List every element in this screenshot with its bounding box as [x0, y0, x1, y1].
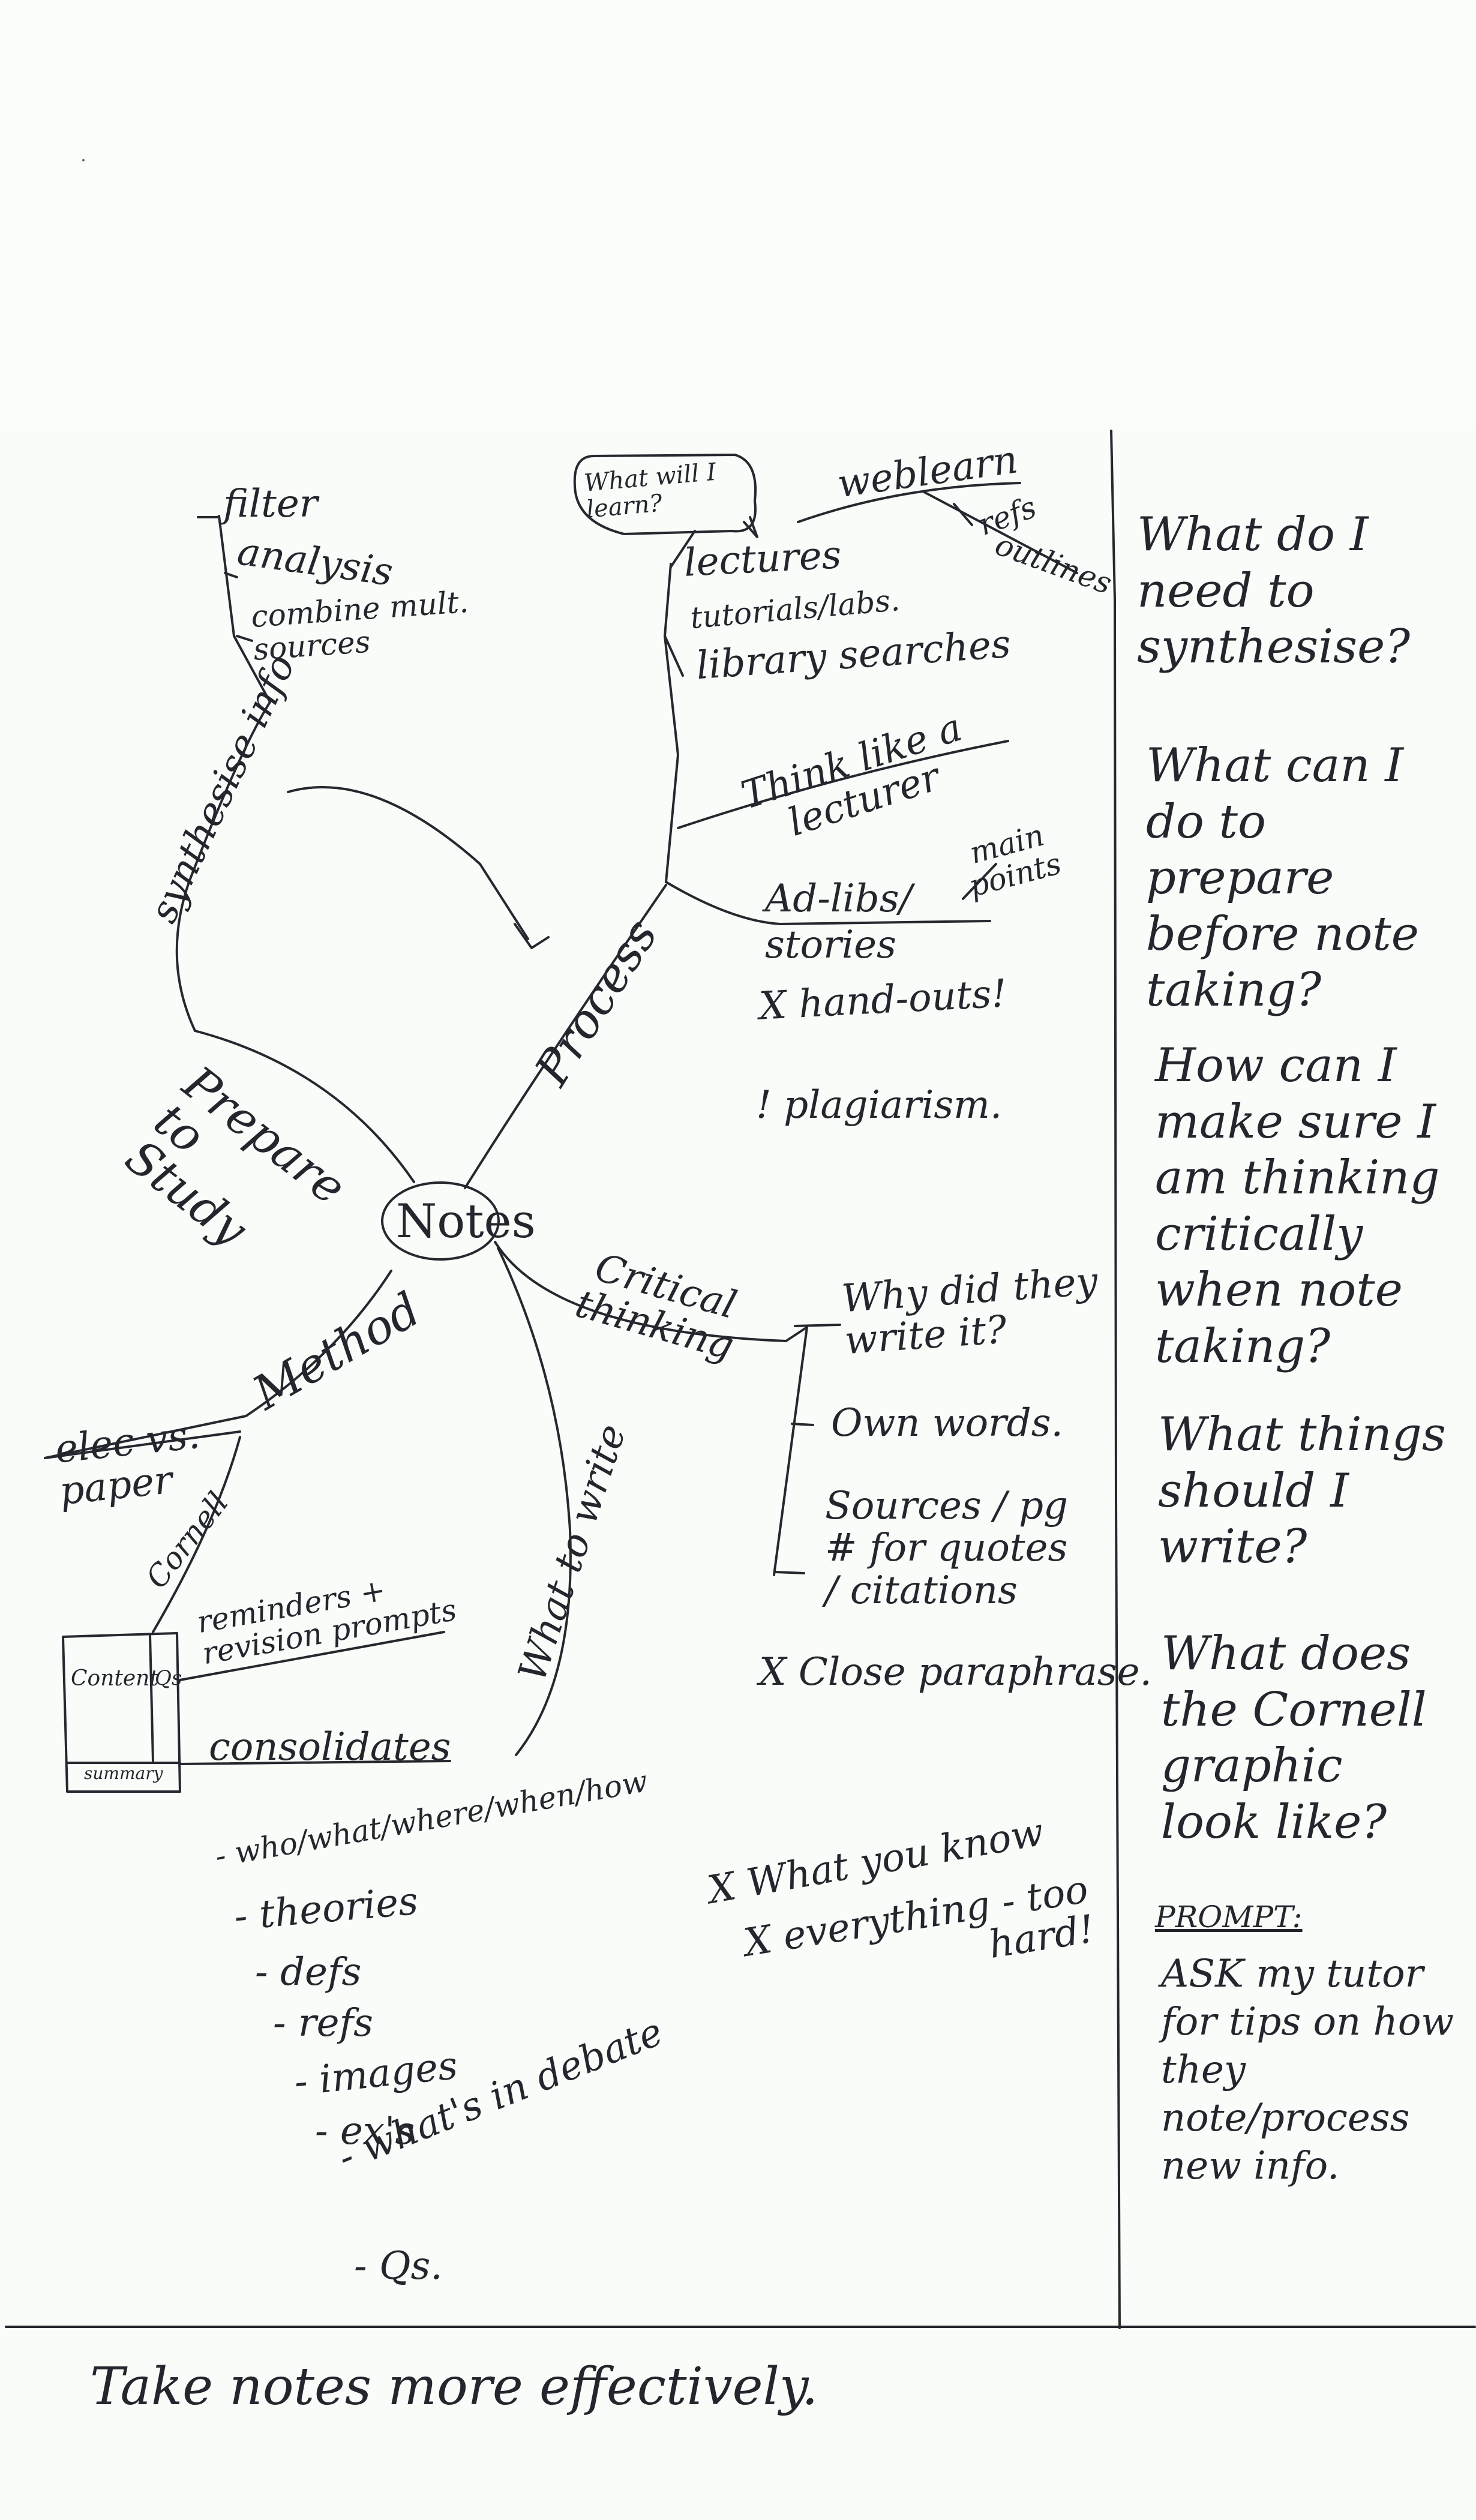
question-critical: How can I make sure I am thinking critic…	[1155, 1039, 1440, 1373]
method-note-consolidates: consolidates	[209, 1725, 451, 1769]
critical-warning-paraphrase: X Close paraphrase.	[759, 1650, 1152, 1694]
blank-top-area	[0, 0, 1476, 429]
process-item-lectures: lectures	[683, 533, 843, 586]
branch-process	[464, 884, 667, 1189]
tick-why	[794, 1324, 841, 1327]
branch-synthesise	[175, 701, 271, 1032]
line-adlibs	[665, 881, 991, 925]
prompt-heading: PROMPT:	[1155, 1900, 1303, 1934]
line-weblearn-refs	[923, 491, 1078, 574]
line-elec	[44, 1430, 241, 1459]
cornell-diagram-summary: summary	[84, 1763, 163, 1783]
write-item-refs: - refs	[273, 2001, 373, 2045]
question-prepare: What can I do to prepare before note tak…	[1146, 739, 1419, 1018]
tick-analysis	[224, 572, 238, 578]
critical-item-sources: Sources / pg # for quotes / citations	[825, 1484, 1068, 1613]
line-library	[664, 635, 684, 677]
process-item-adlibs: Ad-libs/ stories	[765, 877, 913, 967]
question-synthesise: What do I need to synthesise?	[1137, 508, 1411, 674]
critical-item-own-words: Own words.	[831, 1401, 1063, 1445]
branch-process-spine	[670, 530, 696, 568]
line-cornell	[152, 1436, 241, 1633]
write-item-exs: - ex's	[315, 2109, 415, 2153]
write-item-qs: - Qs.	[354, 2244, 443, 2288]
line-think	[677, 740, 1009, 829]
branch-critical	[494, 1241, 787, 1342]
arrow-curve	[287, 786, 529, 940]
branch-write	[497, 1247, 572, 1756]
cornell-diagram-content: Content	[71, 1666, 158, 1691]
summary-text: Take notes more effectively.	[90, 2357, 818, 2417]
line-bubble-outline	[573, 454, 757, 535]
synthesise-stem	[218, 515, 271, 703]
prepare-item-filter: filter	[223, 482, 318, 526]
line-weblearn	[797, 482, 1021, 523]
line-reminders	[179, 1631, 445, 1681]
tick-sources	[774, 1571, 805, 1574]
line-consolidates	[179, 1760, 451, 1765]
line-refs-under	[953, 503, 973, 526]
branch-process-stem	[664, 563, 679, 883]
center-node-outline	[381, 1181, 500, 1261]
question-write: What things should I write?	[1158, 1408, 1446, 1574]
branch-prepare	[194, 1030, 415, 1183]
cornell-diagram-qs: Qs	[155, 1666, 182, 1690]
write-item-defs: - defs	[255, 1950, 362, 1994]
tick-combine	[236, 635, 253, 642]
paper-speck	[82, 159, 85, 161]
arrow-head	[514, 923, 550, 949]
tick-own	[791, 1423, 814, 1426]
line-bubble-tail	[743, 516, 758, 538]
center-node-label: Notes	[396, 1195, 536, 1249]
process-warning-plagiarism: ! plagiarism.	[756, 1083, 1003, 1127]
cue-column-divider	[1110, 430, 1121, 2329]
cornell-qs-divider	[149, 1634, 154, 1762]
critical-bracket	[773, 1326, 808, 1576]
cornell-box	[62, 1632, 181, 1793]
line-mainpoints	[962, 863, 997, 900]
question-cornell: What does the Cornell graphic look like?	[1161, 1627, 1427, 1849]
prompt-text: ASK my tutor for tips on how they note/p…	[1161, 1952, 1454, 2188]
branch-method	[44, 1270, 392, 1459]
